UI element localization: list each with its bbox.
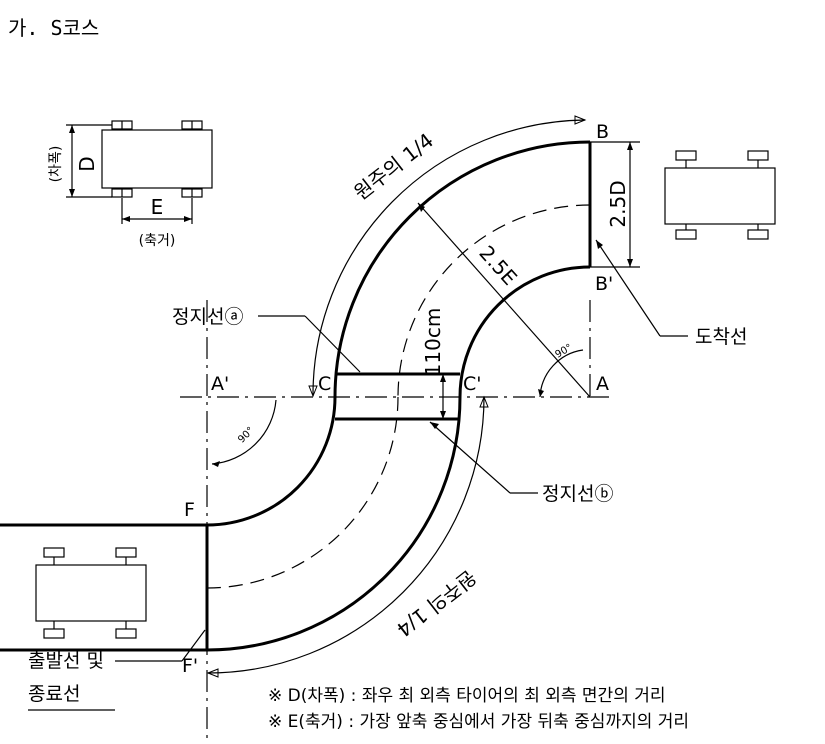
width-2-5D-label: 2.5D xyxy=(606,180,630,227)
point-F-prime: F' xyxy=(182,655,198,677)
angle-left-label: 90° xyxy=(236,425,256,445)
note-D: ※ D(차폭) : 좌우 최 외측 타이어의 최 외측 면간의 거리 xyxy=(268,686,666,706)
car-at-start xyxy=(35,547,147,639)
legend-D-label: D xyxy=(75,156,99,171)
angle-top-label: 90° xyxy=(553,342,574,360)
point-A-prime: A' xyxy=(211,373,229,395)
stop-line-a-label: 정지선ⓐ xyxy=(172,306,243,328)
point-C-prime: C' xyxy=(463,373,482,395)
legend-E-caption: (축거) xyxy=(139,233,176,249)
page-title: 가. S코스 xyxy=(8,16,99,40)
stop-line-b-label: 정지선ⓑ xyxy=(542,483,613,505)
car-at-arrival xyxy=(664,150,776,240)
reference-lines xyxy=(180,204,612,739)
legend-car-diagram xyxy=(66,120,213,224)
course-outline xyxy=(0,140,592,652)
start-line-label-1: 출발선 및 xyxy=(28,650,104,672)
legend-E-label: E xyxy=(151,195,164,219)
gap-110cm-label: 110cm xyxy=(421,308,445,377)
arc-arrow-top xyxy=(312,119,586,397)
point-B-prime: B' xyxy=(595,273,613,295)
arc-bottom-label: 원주의 1/4 xyxy=(392,565,481,642)
arc-arrow-bottom xyxy=(207,396,485,674)
point-B: B xyxy=(596,121,609,143)
arrival-line-label: 도착선 xyxy=(695,326,747,348)
radius-line xyxy=(417,202,591,398)
point-F: F xyxy=(184,499,195,521)
point-C: C xyxy=(318,373,331,395)
note-E: ※ E(축거) : 가장 앞축 중심에서 가장 뒤축 중심까지의 거리 xyxy=(268,712,689,732)
point-A: A xyxy=(596,373,609,395)
legend-D-caption: (차폭) xyxy=(48,146,64,183)
arc-top-label: 원주의 1/4 xyxy=(349,128,438,205)
radius-label: 2.5E xyxy=(474,241,522,290)
start-line-label-2: 종료선 xyxy=(28,683,80,705)
